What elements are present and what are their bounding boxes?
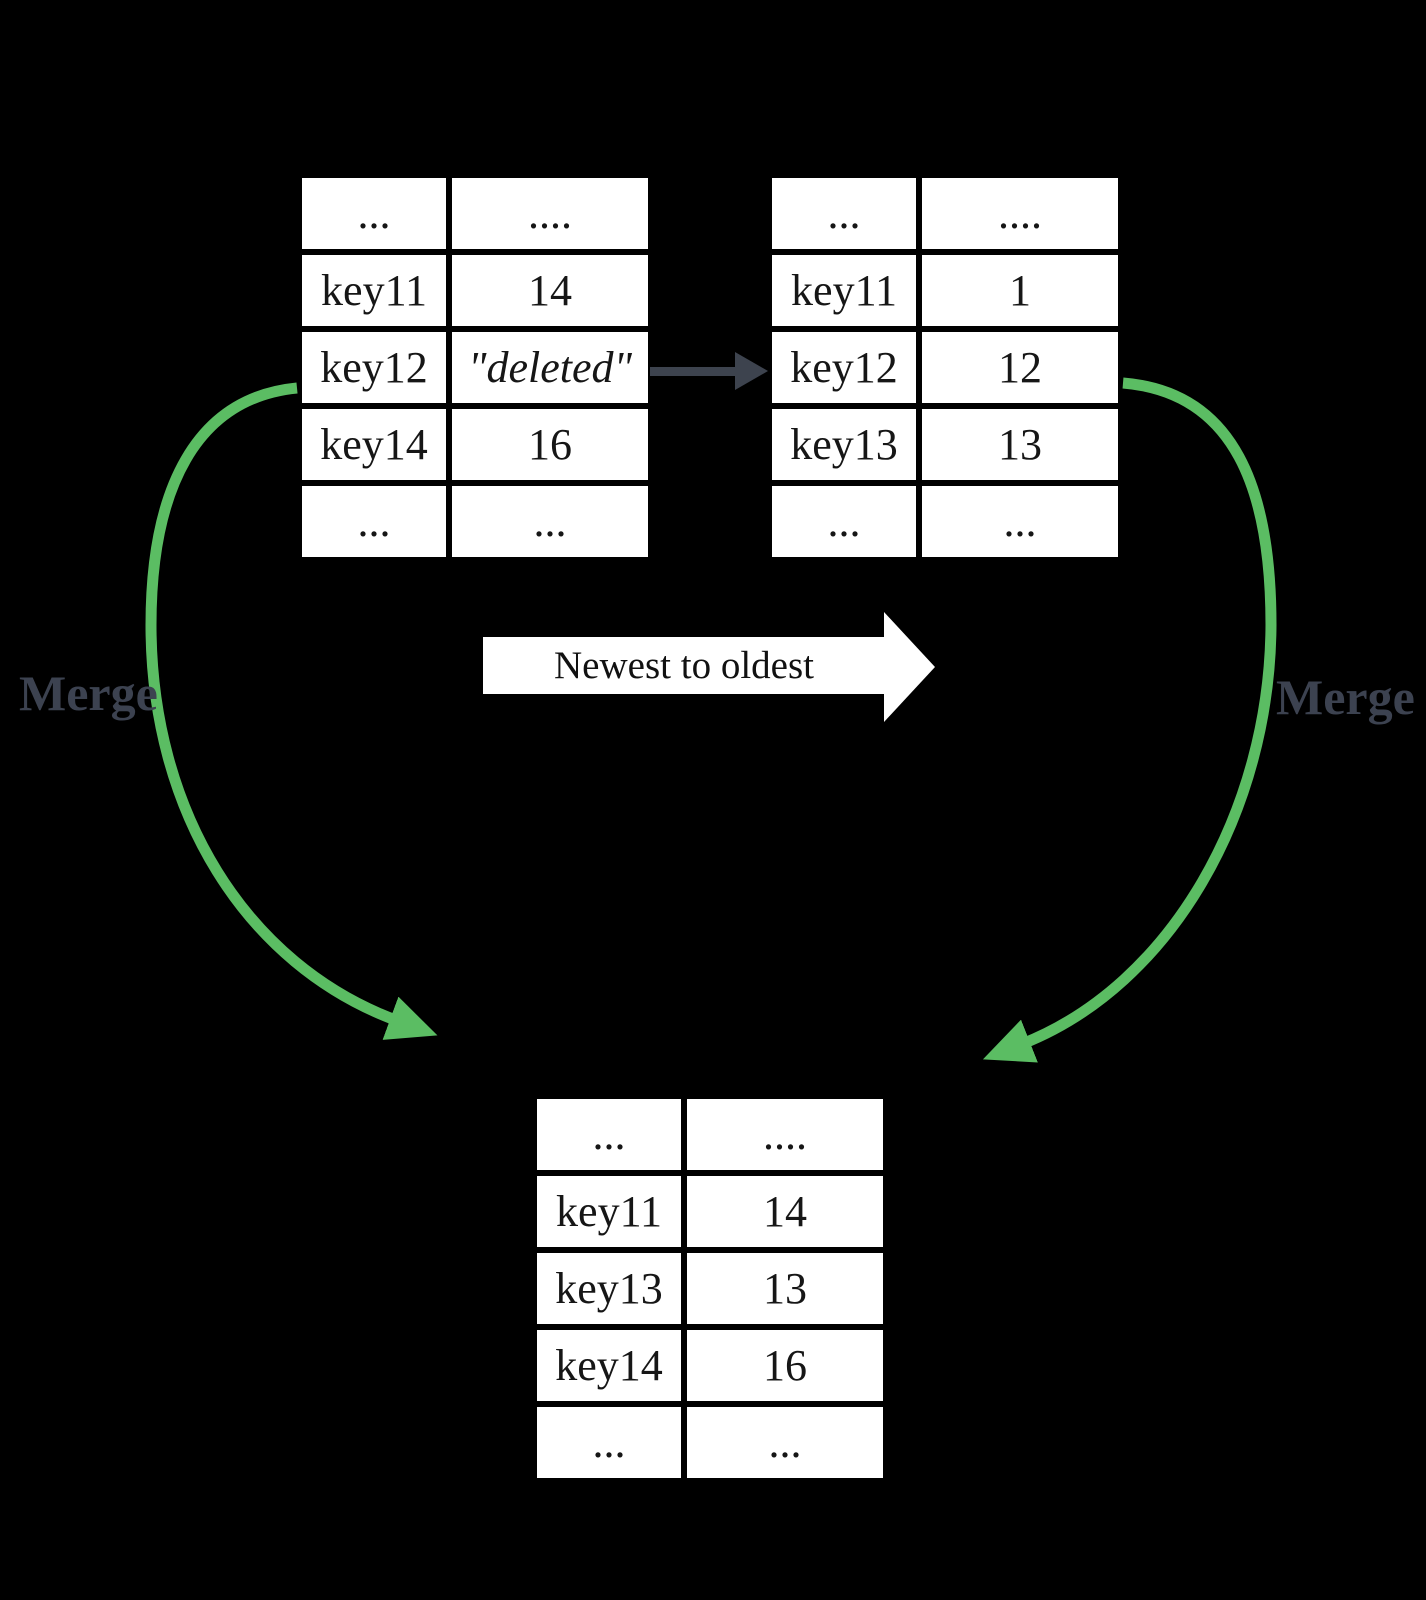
table-cell-value: ... [687, 1407, 883, 1478]
table-cell-value: .... [452, 178, 648, 249]
table-cell-value: 13 [687, 1253, 883, 1324]
table-cell-value: ... [922, 486, 1118, 557]
segment-table-newer: ... .... key11 14 key12 "deleted" key14 … [302, 178, 648, 557]
table-cell-value: 16 [687, 1330, 883, 1401]
merge-arrow-right-icon [982, 377, 1277, 1063]
table-cell-value: .... [922, 178, 1118, 249]
newest-to-oldest-arrowhead-icon [884, 612, 935, 722]
table-cell-key: key11 [772, 255, 916, 326]
table-cell-value: .... [687, 1099, 883, 1170]
table-cell-key: ... [302, 178, 446, 249]
segment-table-older: ... .... key11 1 key12 12 key13 13 ... .… [772, 178, 1118, 557]
table-cell-value: 13 [922, 409, 1118, 480]
newest-to-oldest-arrow: Newest to oldest [483, 637, 885, 694]
table-cell-value: 1 [922, 255, 1118, 326]
table-cell-key: ... [302, 486, 446, 557]
table-cell-key: key14 [537, 1330, 681, 1401]
table-cell-key: ... [772, 178, 916, 249]
merge-label-right: Merge [1276, 669, 1415, 725]
table-cell-key: key12 [772, 332, 916, 403]
merge-label-left: Merge [19, 665, 158, 721]
table-cell-key: ... [537, 1407, 681, 1478]
table-cell-key: key14 [302, 409, 446, 480]
table-cell-value: 14 [687, 1176, 883, 1247]
table-cell-key: key12 [302, 332, 446, 403]
table-cell-value: 14 [452, 255, 648, 326]
table-cell-key: key13 [772, 409, 916, 480]
tombstone-arrow-shaft-icon [650, 367, 736, 376]
table-cell-key: key13 [537, 1253, 681, 1324]
table-cell-key: key11 [302, 255, 446, 326]
table-cell-key: key11 [537, 1176, 681, 1247]
newest-to-oldest-label: Newest to oldest [554, 644, 814, 687]
table-cell-value-tombstone: "deleted" [452, 332, 648, 403]
table-cell-value: 12 [922, 332, 1118, 403]
table-cell-key: ... [537, 1099, 681, 1170]
table-cell-value: 16 [452, 409, 648, 480]
table-cell-value: ... [452, 486, 648, 557]
tombstone-arrow-head-icon [735, 352, 768, 390]
merge-arrow-left-icon [145, 382, 438, 1040]
segment-table-merged: ... .... key11 14 key13 13 key14 16 ... … [537, 1099, 883, 1478]
table-cell-key: ... [772, 486, 916, 557]
